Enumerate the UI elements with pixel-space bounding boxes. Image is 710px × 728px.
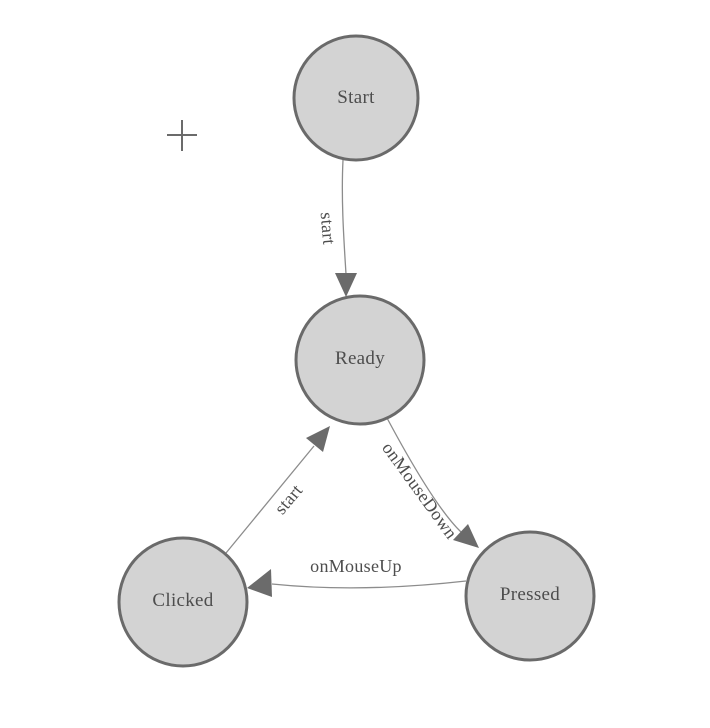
arrowhead-icon — [453, 524, 479, 548]
edge-label-onmousedown: onMouseDown — [378, 438, 461, 542]
node-ready-circle[interactable] — [294, 294, 426, 426]
edge-pressed-to-clicked: onMouseUp — [247, 556, 467, 597]
state-node-clicked: Clicked — [117, 536, 249, 668]
node-pressed-label: Pressed — [500, 584, 560, 605]
edge-start-to-ready-line[interactable] — [341, 159, 347, 275]
edge-label-start-top: start — [317, 211, 340, 245]
arrowhead-icon — [335, 273, 357, 297]
node-ready-label: Ready — [335, 348, 385, 369]
node-start-circle[interactable] — [292, 34, 420, 162]
node-start-label: Start — [337, 87, 375, 108]
node-clicked-label: Clicked — [152, 590, 213, 611]
node-pressed-circle[interactable] — [464, 530, 596, 662]
edge-ready-to-pressed-line[interactable] — [386, 417, 462, 533]
state-node-start: Start — [292, 34, 420, 162]
node-clicked-circle[interactable] — [117, 536, 249, 668]
edge-clicked-to-ready: start — [225, 426, 330, 554]
edge-pressed-to-clicked-line[interactable] — [271, 580, 467, 589]
edge-label-onmouseup: onMouseUp — [310, 556, 402, 576]
edge-clicked-to-ready-line[interactable] — [225, 445, 315, 554]
edge-start-to-ready: start — [317, 159, 357, 297]
crosshair-icon — [167, 120, 197, 151]
arrowhead-icon — [306, 426, 330, 452]
state-node-pressed: Pressed — [464, 530, 596, 662]
state-node-ready: Ready — [294, 294, 426, 426]
edge-label-start-bottom: start — [270, 480, 306, 518]
arrowhead-icon — [247, 569, 272, 597]
edge-ready-to-pressed: onMouseDown — [378, 417, 479, 548]
